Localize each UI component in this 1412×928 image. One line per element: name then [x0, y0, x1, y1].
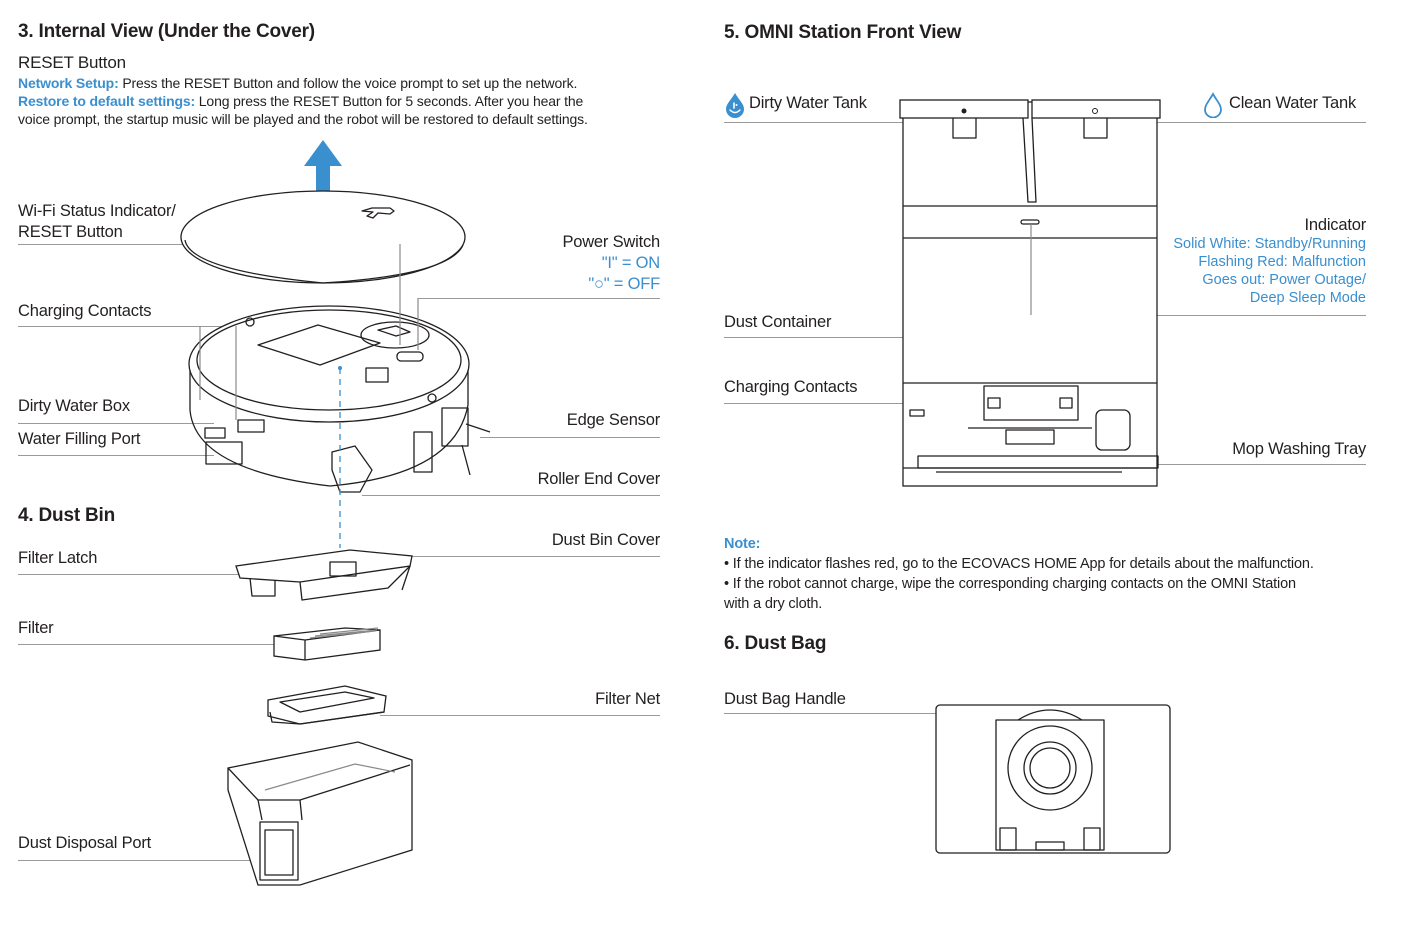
- leader-charging-contacts-station: [724, 403, 994, 404]
- power-on-label: "I" = ON: [601, 254, 660, 272]
- callout-charging-contacts-robot: Charging Contacts: [18, 302, 152, 320]
- leader-clean-water-tank: [1100, 122, 1366, 123]
- indicator-state-4: Deep Sleep Mode: [1249, 290, 1366, 306]
- clean-water-drop-icon: [1202, 92, 1224, 119]
- callout-dust-bag-handle: Dust Bag Handle: [724, 690, 846, 708]
- callout-dirty-water-tank: Dirty Water Tank: [749, 94, 867, 112]
- callout-edge-sensor: Edge Sensor: [566, 411, 660, 429]
- leader-water-filling-port: [18, 455, 214, 456]
- filter-net-diagram: [267, 685, 387, 725]
- dust-bag-diagram: [935, 704, 1171, 854]
- callout-filter-net: Filter Net: [595, 690, 660, 708]
- leader-dirty-water-box: [18, 423, 214, 424]
- callout-filter: Filter: [18, 619, 54, 637]
- callout-power-switch-title: Power Switch: [562, 233, 660, 251]
- filter-diagram: [273, 627, 381, 661]
- section-4-title: 4. Dust Bin: [18, 505, 116, 526]
- callout-wifi-line2: RESET Button: [18, 223, 123, 241]
- restore-text-2: voice prompt, the startup music will be …: [18, 111, 588, 127]
- section-6-title: 6. Dust Bag: [724, 633, 827, 654]
- callout-indicator-title: Indicator: [1304, 216, 1367, 234]
- robot-body-diagram: [188, 305, 491, 493]
- leader-edge-sensor: [480, 437, 660, 438]
- note-bullet-1: • If the indicator flashes red, go to th…: [724, 556, 1314, 572]
- leader-roller-end-cover: [362, 495, 660, 496]
- leader-dust-container: [724, 337, 990, 338]
- indicator-state-2: Flashing Red: Malfunction: [1198, 254, 1366, 270]
- leader-filter-net: [380, 715, 660, 716]
- power-off-label: "○" = OFF: [588, 275, 660, 293]
- callout-filter-latch: Filter Latch: [18, 549, 98, 567]
- callout-charging-contacts-station: Charging Contacts: [724, 378, 858, 396]
- leader-power-switch: [418, 298, 660, 299]
- callout-indicator: Indicator Solid White: Standby/Running F…: [1100, 215, 1366, 307]
- callout-clean-water-tank: Clean Water Tank: [1229, 94, 1357, 112]
- callout-dust-disposal-port: Dust Disposal Port: [18, 834, 152, 852]
- reset-instructions: Network Setup: Press the RESET Button an…: [18, 74, 698, 128]
- callout-dirty-water-box: Dirty Water Box: [18, 397, 130, 415]
- dust-bin-box-diagram: [227, 741, 413, 886]
- note-bullet-2-cont: with a dry cloth.: [724, 596, 823, 612]
- network-setup-text: Press the RESET Button and follow the vo…: [122, 75, 578, 91]
- leader-charging-contacts-robot: [18, 326, 236, 327]
- callout-wifi-reset: Wi-Fi Status Indicator/ RESET Button: [18, 201, 176, 243]
- section-5-title: 5. OMNI Station Front View: [724, 22, 962, 43]
- callout-roller-end-cover: Roller End Cover: [537, 470, 661, 488]
- note-label: Note:: [724, 536, 761, 552]
- leader-dust-bag-handle: [724, 713, 1054, 714]
- restore-text-1: Long press the RESET Button for 5 second…: [198, 93, 584, 109]
- dust-bin-cover-diagram: [235, 549, 413, 601]
- leader-filter: [18, 644, 274, 645]
- callout-mop-washing-tray: Mop Washing Tray: [1232, 440, 1366, 458]
- omni-station-diagram: [899, 99, 1161, 487]
- network-setup-label: Network Setup:: [18, 75, 119, 91]
- dirty-water-drop-icon: [724, 92, 746, 118]
- note-block: Note: • If the indicator flashes red, go…: [724, 534, 1404, 614]
- note-bullet-2: • If the robot cannot charge, wipe the c…: [724, 576, 1296, 592]
- arrow-up-icon: [304, 140, 342, 218]
- callout-dust-container: Dust Container: [724, 313, 832, 331]
- callout-power-switch: Power Switch "I" = ON "○" = OFF: [460, 232, 660, 295]
- network-setup-line: Network Setup: Press the RESET Button an…: [18, 74, 698, 92]
- leader-filter-latch: [18, 574, 248, 575]
- leader-mop-washing-tray: [1130, 464, 1366, 465]
- callout-water-filling-port: Water Filling Port: [18, 430, 141, 448]
- indicator-state-1: Solid White: Standby/Running: [1173, 236, 1366, 252]
- restore-label: Restore to default settings:: [18, 93, 196, 109]
- leader-dirty-water-tank: [724, 122, 964, 123]
- leader-dust-bin-cover: [378, 556, 660, 557]
- robot-top-cover: [180, 190, 466, 284]
- reset-button-heading: RESET Button: [18, 53, 126, 72]
- leader-dust-disposal-port: [18, 860, 282, 861]
- callout-dust-bin-cover: Dust Bin Cover: [551, 531, 660, 549]
- indicator-state-3: Goes out: Power Outage/: [1202, 272, 1366, 288]
- callout-wifi-line1: Wi-Fi Status Indicator/: [18, 202, 176, 220]
- restore-line: Restore to default settings: Long press …: [18, 92, 698, 110]
- section-3-title: 3. Internal View (Under the Cover): [18, 21, 315, 42]
- leader-indicator: [1031, 315, 1366, 316]
